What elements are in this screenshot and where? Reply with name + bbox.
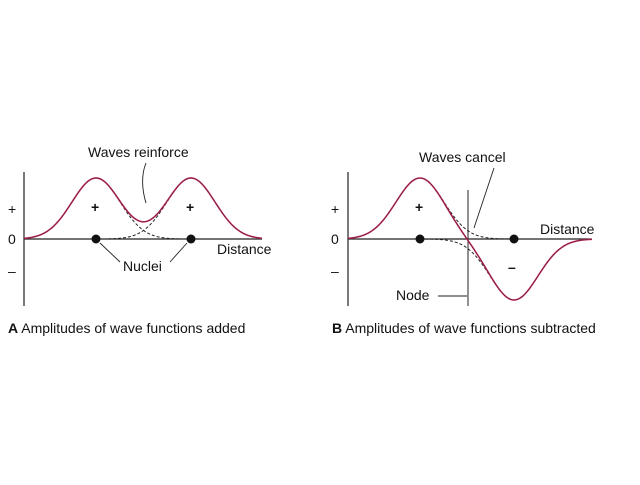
panel-b-caption: B Amplitudes of wave functions subtracte… — [332, 320, 596, 336]
panel-a: + 0 – + + Waves reinforce Nuclei Distanc… — [8, 144, 272, 336]
panel-b-sign-minus: – — [508, 259, 516, 275]
panel-b-sign-plus: + — [415, 199, 423, 215]
panel-a-caption-letter: A — [8, 320, 18, 336]
panel-b-label-cancel: Waves cancel — [419, 149, 506, 165]
panel-b-nucleus-right — [509, 234, 519, 244]
panel-b-caption-text: Amplitudes of wave functions subtracted — [342, 320, 596, 336]
panel-b-axis-plus: + — [331, 201, 339, 217]
panel-b: + 0 – + – Waves cancel Node Distance B A… — [331, 149, 596, 336]
panel-a-nucleus-left — [91, 234, 101, 244]
panel-b-component-wave-negative — [420, 238, 593, 301]
panel-a-axis-plus: + — [8, 201, 16, 217]
panel-b-axis-zero: 0 — [331, 231, 339, 247]
panel-b-label-distance: Distance — [540, 221, 595, 237]
panel-b-axis-minus: – — [331, 263, 339, 279]
panel-a-nuclei-pointer-left — [99, 242, 121, 263]
panel-b-cancel-pointer — [473, 167, 495, 229]
panel-a-component-wave-left — [23, 177, 181, 240]
panel-b-nucleus-left — [415, 234, 425, 244]
panel-a-caption: A Amplitudes of wave functions added — [8, 320, 245, 336]
panel-a-label-nuclei: Nuclei — [123, 258, 162, 274]
panel-a-reinforce-pointer — [142, 162, 147, 204]
panel-a-label-reinforce: Waves reinforce — [88, 144, 189, 160]
panel-b-caption-letter: B — [332, 320, 342, 336]
panel-a-nuclei-pointer-right — [169, 242, 188, 263]
panel-b-combined-wave-outline — [347, 177, 593, 301]
panel-a-sign-left: + — [91, 199, 99, 215]
panel-a-axis-minus: – — [8, 263, 16, 279]
panel-a-combined-wave-outline — [23, 177, 263, 239]
panel-a-label-distance: Distance — [217, 241, 272, 257]
panel-a-sign-right: + — [186, 199, 194, 215]
panel-a-caption-text: Amplitudes of wave functions added — [18, 320, 245, 336]
panel-a-axis-zero: 0 — [8, 231, 16, 247]
panel-b-label-node: Node — [396, 287, 430, 303]
panel-a-nucleus-right — [186, 234, 196, 244]
